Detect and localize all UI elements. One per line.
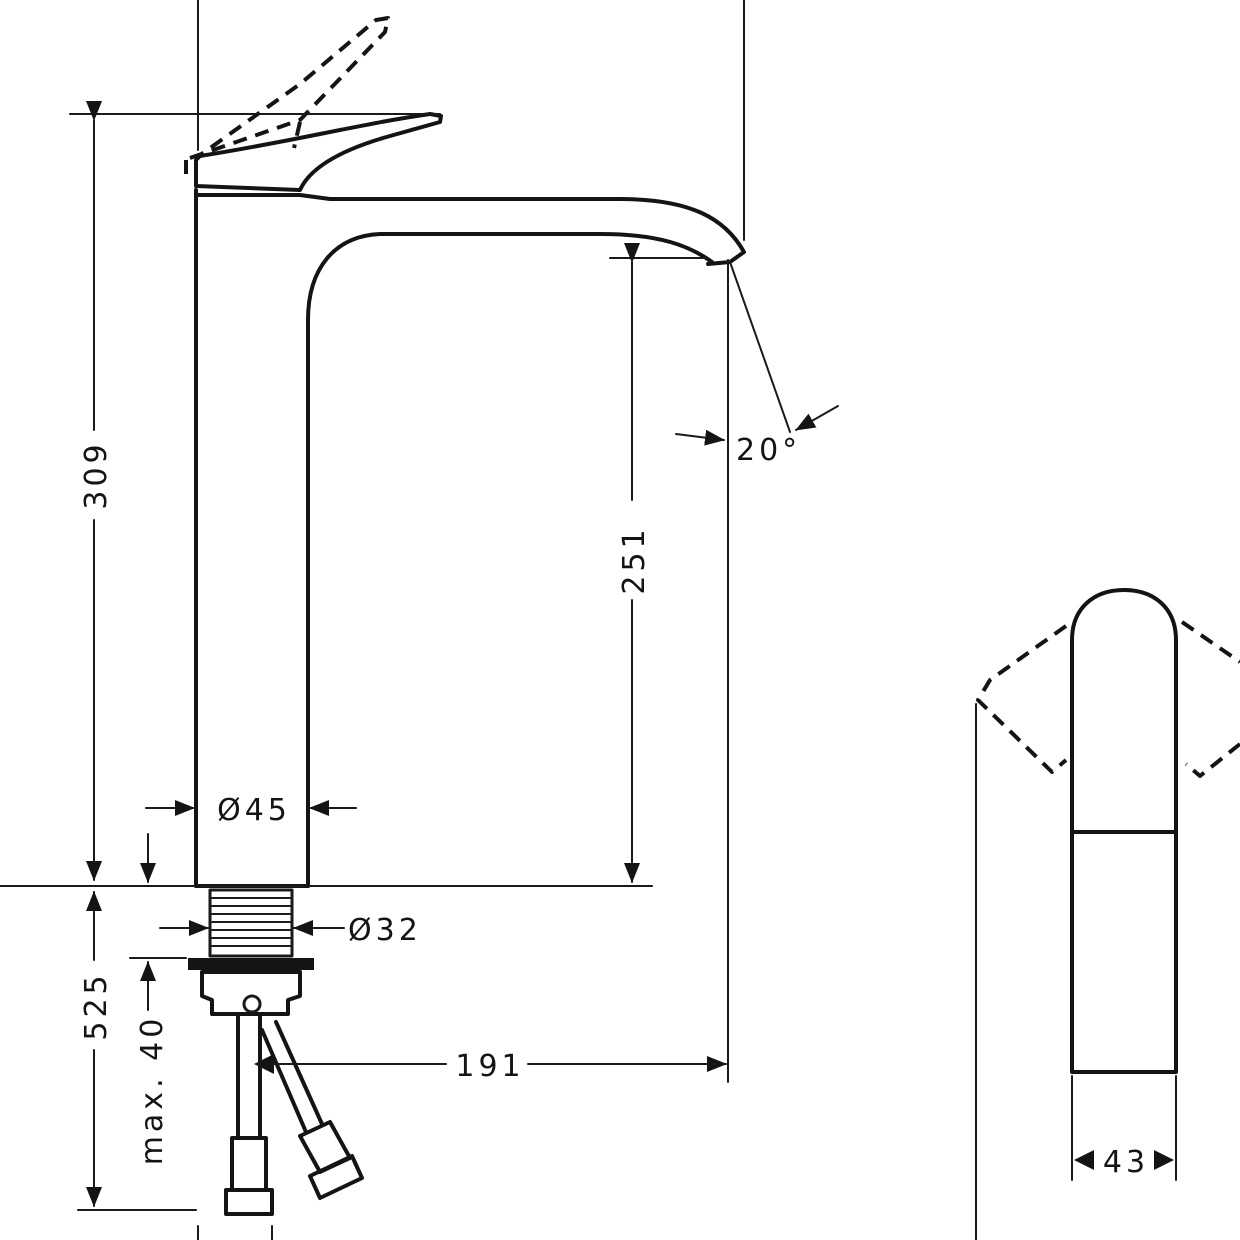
dim-20deg: 20° <box>675 405 839 468</box>
threaded-shank <box>208 888 294 958</box>
dim-251: 251 <box>617 243 652 883</box>
spout-underside <box>306 232 714 888</box>
thread-lines <box>211 897 291 947</box>
faucet-front-view <box>975 588 1240 1240</box>
dim-191-left-arrow <box>254 1054 274 1074</box>
dim-o45-label: Ø45 <box>217 793 291 828</box>
hose-connector-1 <box>230 1136 268 1192</box>
dim-525: 525 <box>79 891 114 1207</box>
dim-525-label: 525 <box>79 971 114 1040</box>
hose-nut-1 <box>224 1188 274 1216</box>
extension-lines <box>0 0 791 1240</box>
hose-angled <box>260 1020 324 1134</box>
dim-o45: Ø45 <box>145 793 357 828</box>
below-deck-assembly <box>188 888 364 1216</box>
lever-raised-dashed <box>184 16 390 180</box>
dim-43-label: 43 <box>1103 1145 1149 1180</box>
faucet-side-view <box>184 16 746 888</box>
mounting-washer <box>188 958 314 970</box>
dim-309: 309 <box>79 101 114 881</box>
hose-straight <box>236 1014 262 1140</box>
dim-o32: Ø32 <box>159 913 422 948</box>
hose-nut-2 <box>308 1154 364 1200</box>
dim-309-label: 309 <box>79 440 114 509</box>
nut-center <box>242 994 262 1014</box>
dim-191: 191 <box>254 1049 727 1084</box>
front-lever-left-dashed <box>976 624 1068 774</box>
dim-max40: max. 40 <box>135 833 170 1166</box>
dim-o32-label: Ø32 <box>348 913 422 948</box>
dim-43: 43 <box>1074 1145 1174 1180</box>
front-lever-right-dashed <box>1180 620 1240 778</box>
mounting-nut <box>200 970 302 1016</box>
dim-191-label: 191 <box>455 1049 524 1084</box>
lever-dashed-link <box>292 121 302 149</box>
front-body <box>1070 588 1178 1074</box>
hose-connector-2 <box>298 1120 352 1174</box>
dim-max40-label: max. 40 <box>135 1015 170 1166</box>
lever-handle <box>194 112 443 192</box>
spout-top <box>194 193 746 266</box>
dim-251-label: 251 <box>617 525 652 594</box>
dim-20deg-label: 20° <box>736 433 801 468</box>
